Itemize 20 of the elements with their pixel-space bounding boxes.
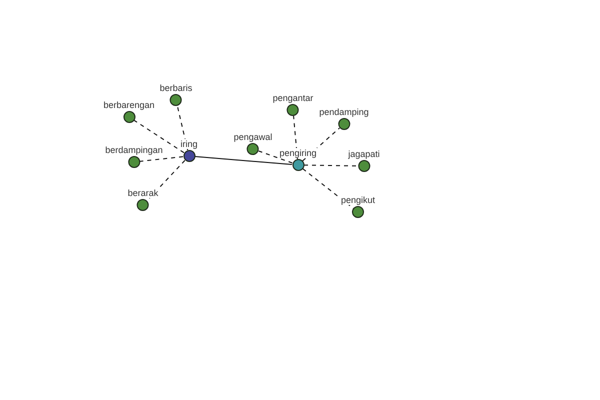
node-label: pendamping <box>318 107 370 117</box>
node-label: jagapati <box>347 149 381 159</box>
dashed-line <box>302 128 340 162</box>
dashed-line <box>258 150 293 164</box>
dashed-line <box>304 164 358 166</box>
node-label: pengantar <box>272 93 314 103</box>
node-label: berarak <box>126 188 160 198</box>
dashed-line <box>176 105 188 151</box>
connector-line <box>194 156 293 165</box>
node-label: pengikut <box>340 195 376 205</box>
node-label: berbarengan <box>102 100 156 110</box>
node-label: iring <box>180 139 198 149</box>
dashed-line <box>134 120 184 154</box>
dashed-line <box>146 160 186 202</box>
dashed-line <box>293 115 298 160</box>
node-label: pengawal <box>232 132 274 142</box>
node-label: berbaris <box>158 83 194 93</box>
node-label: pengiring <box>278 148 318 158</box>
node-label: berdampingan <box>104 145 164 155</box>
dashed-line <box>139 156 184 162</box>
